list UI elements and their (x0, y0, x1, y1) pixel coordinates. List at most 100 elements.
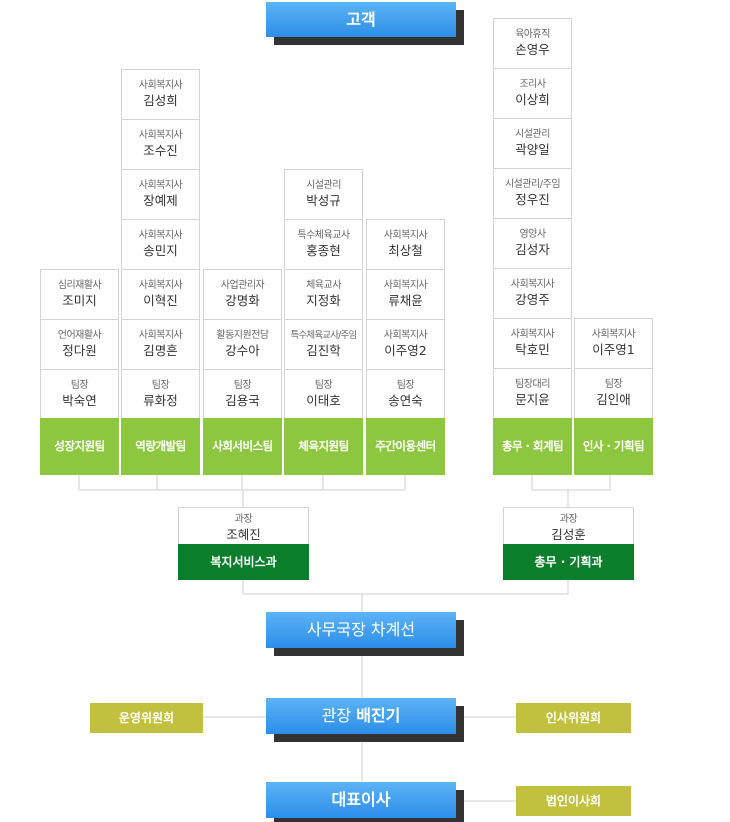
staff-role: 팀장 (70, 380, 89, 391)
staff-name: 정우진 (515, 192, 550, 207)
staff-cell: 팀장 송연숙 (366, 369, 445, 419)
staff-cell: 시설관리 곽양일 (493, 118, 572, 169)
head-label: 관장 (321, 706, 352, 725)
staff-role: 사회복지사 (138, 330, 183, 341)
staff-name: 김명흔 (143, 343, 178, 358)
staff-role: 사회복지사 (138, 180, 183, 191)
general-manager-cell: 과장 김성훈 (503, 507, 634, 545)
staff-cell: 사회복지사 조수진 (121, 119, 200, 170)
staff-name: 김성희 (143, 93, 178, 108)
manager-role: 과장 (559, 514, 578, 525)
staff-role: 사회복지사 (510, 329, 555, 340)
staff-name: 이상희 (515, 92, 550, 107)
staff-name: 송연숙 (388, 393, 423, 408)
staff-role: 시설관리 (306, 180, 341, 191)
staff-role: 팀장 (233, 380, 252, 391)
staff-name: 장예제 (143, 193, 178, 208)
staff-role: 사업관리자 (220, 280, 265, 291)
staff-role: 심리재활사 (57, 280, 102, 291)
staff-name: 강명화 (225, 293, 260, 308)
staff-cell: 팀장 김용국 (203, 369, 282, 419)
staff-cell: 사회복지사 이혁진 (121, 269, 200, 320)
staff-name: 강영주 (515, 292, 550, 307)
staff-role: 사회복지사 (591, 329, 636, 340)
staff-name: 탁호민 (515, 342, 550, 357)
staff-name: 송민지 (143, 243, 178, 258)
staff-role: 조리사 (519, 79, 546, 90)
staff-name: 문지윤 (515, 392, 550, 407)
staff-role: 언어재활사 (57, 330, 102, 341)
staff-name: 조수진 (143, 143, 178, 158)
staff-name: 김인애 (596, 392, 631, 407)
team-label-sports: 체육지원팀 (284, 418, 363, 475)
customer-box: 고객 (266, 2, 456, 37)
team-label-growth: 성장지원팀 (40, 418, 119, 475)
staff-role: 사회복지사 (138, 280, 183, 291)
personnel-committee: 인사위원회 (516, 703, 631, 733)
staff-name: 강수아 (225, 343, 260, 358)
staff-cell: 특수체육교사/주임 김진학 (284, 319, 363, 370)
staff-cell: 사회복지사 장예제 (121, 169, 200, 220)
staff-cell: 팀장 류화정 (121, 369, 200, 419)
staff-role: 팀장대리 (515, 379, 550, 390)
staff-role: 사회복지사 (383, 330, 428, 341)
staff-role: 팀장 (396, 380, 415, 391)
team-label-admin-accounting: 총무 · 회계팀 (493, 418, 572, 475)
staff-cell: 팀장 박숙연 (40, 369, 119, 419)
staff-cell: 사회복지사 이주영2 (366, 319, 445, 370)
staff-cell: 영양사 김성자 (493, 218, 572, 269)
staff-name: 홍종현 (306, 243, 341, 258)
staff-cell: 사업관리자 강명화 (203, 269, 282, 320)
board-of-directors: 법인이사회 (516, 786, 631, 816)
welfare-manager-cell: 과장 조혜진 (178, 507, 309, 545)
staff-role: 팀장 (151, 380, 170, 391)
staff-role: 사회복지사 (138, 130, 183, 141)
staff-role: 팀장 (604, 379, 623, 390)
staff-cell: 활동지원전담 강수아 (203, 319, 282, 370)
staff-role: 사회복지사 (510, 279, 555, 290)
manager-name: 조혜진 (226, 527, 261, 542)
operation-committee: 운영위원회 (90, 703, 203, 733)
staff-cell: 육아휴직 손영우 (493, 18, 572, 69)
staff-name: 곽양일 (515, 142, 550, 157)
staff-name: 지정화 (306, 293, 341, 308)
staff-name: 이주영2 (384, 343, 427, 358)
staff-name: 류채윤 (388, 293, 423, 308)
staff-role: 특수체육교사 (297, 230, 350, 241)
staff-name: 박숙연 (62, 393, 97, 408)
staff-cell: 언어재활사 정다원 (40, 319, 119, 370)
manager-role: 과장 (234, 514, 253, 525)
staff-role: 영양사 (519, 229, 546, 240)
staff-role: 팀장 (314, 380, 333, 391)
staff-cell: 사회복지사 김성희 (121, 69, 200, 120)
staff-role: 사회복지사 (138, 80, 183, 91)
staff-cell: 사회복지사 이주영1 (574, 318, 653, 369)
staff-name: 조미지 (62, 293, 97, 308)
staff-cell: 심리재활사 조미지 (40, 269, 119, 320)
staff-name: 이태호 (306, 393, 341, 408)
staff-role: 사회복지사 (383, 230, 428, 241)
general-department-label: 총무 · 기획과 (503, 544, 634, 580)
staff-name: 최상철 (388, 243, 423, 258)
staff-role: 체육교사 (306, 280, 341, 291)
staff-role: 육아휴직 (515, 29, 550, 40)
staff-cell: 팀장 김인애 (574, 368, 653, 419)
president-box: 대표이사 (266, 782, 456, 818)
head-box: 관장 배진기 (266, 698, 456, 734)
staff-cell: 팀장 이태호 (284, 369, 363, 419)
welfare-department-label: 복지서비스과 (178, 544, 309, 580)
staff-name: 김성자 (515, 242, 550, 257)
staff-cell: 사회복지사 류채윤 (366, 269, 445, 320)
staff-name: 김진학 (306, 343, 341, 358)
staff-role: 시설관리/주임 (504, 179, 561, 190)
staff-name: 김용국 (225, 393, 260, 408)
staff-name: 이주영1 (592, 342, 635, 357)
director-box: 사무국장 차계선 (266, 612, 456, 648)
staff-role: 활동지원전담 (216, 330, 269, 341)
staff-role: 특수체육교사/주임 (290, 330, 358, 341)
staff-cell: 사회복지사 강영주 (493, 268, 572, 319)
head-name: 배진기 (356, 706, 401, 725)
staff-cell: 사회복지사 김명흔 (121, 319, 200, 370)
staff-cell: 체육교사 지정화 (284, 269, 363, 320)
